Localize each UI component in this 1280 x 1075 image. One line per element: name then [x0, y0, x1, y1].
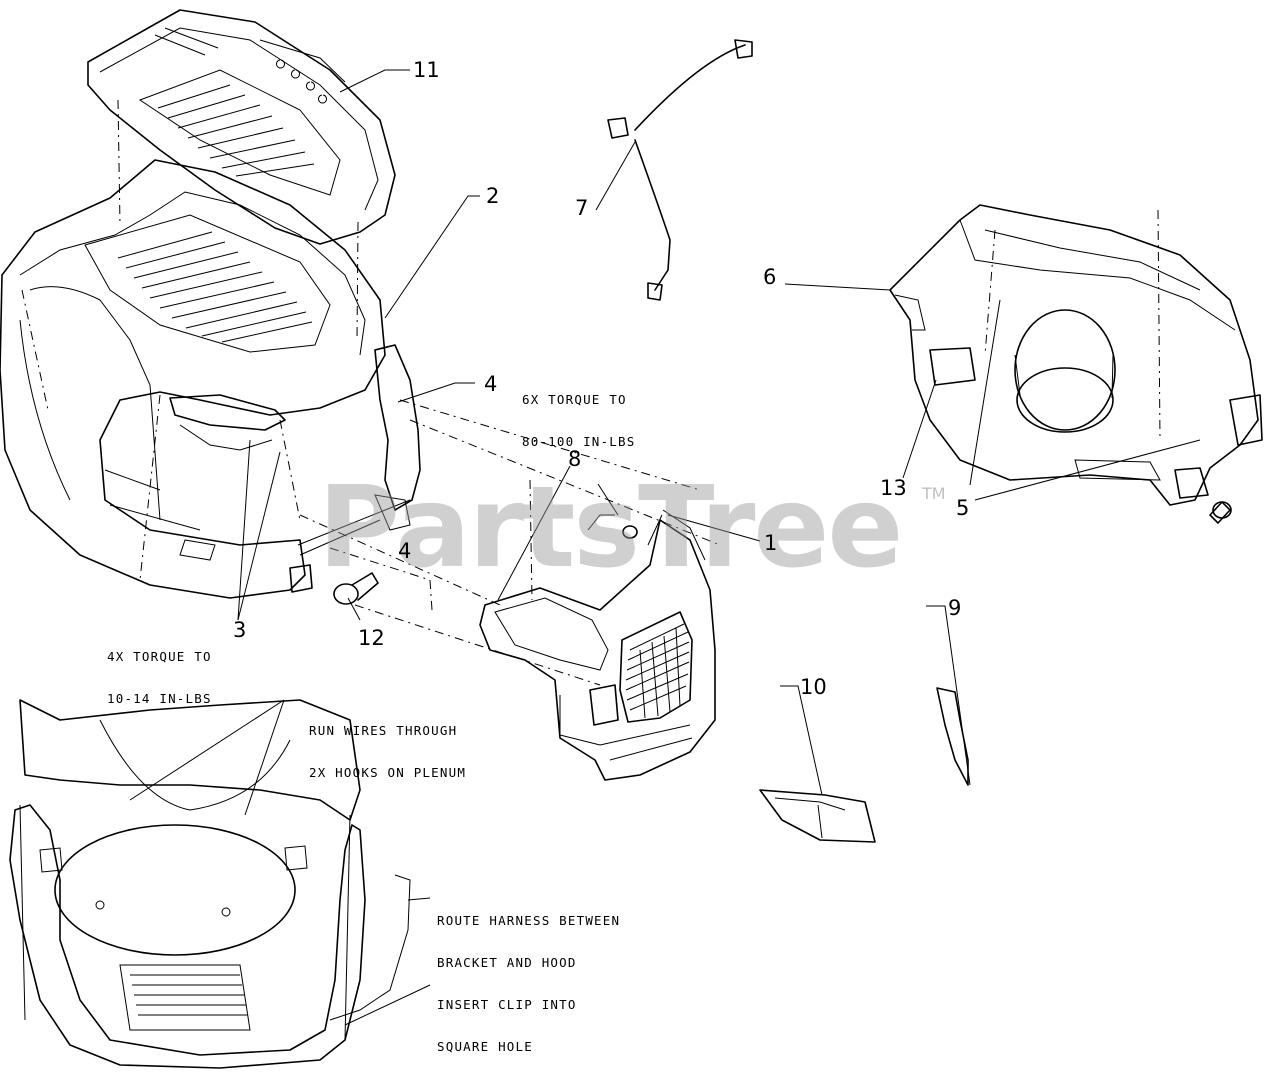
hood-side-bracket [289, 344, 421, 593]
detail-view [9, 699, 411, 1069]
part-11-hood-insert [87, 9, 396, 245]
part-12-bolt [333, 572, 379, 605]
callout-7: 7 [575, 196, 589, 220]
note-insert-clip-line1: INSERT CLIP INTO [437, 997, 577, 1012]
note-torque-6x-line1: 6X TORQUE TO [522, 392, 627, 407]
callout-10: 10 [800, 675, 827, 699]
note-torque-6x-line2: 80-100 IN-LBS [522, 434, 636, 449]
main-hood [0, 159, 386, 599]
leader-lines [129, 69, 1201, 1026]
watermark-logo: PartsTree [318, 463, 903, 593]
note-torque-4x-line1: 4X TORQUE TO [107, 649, 212, 664]
part-1-grille [479, 509, 716, 781]
callout-6: 6 [763, 265, 777, 289]
note-run-wires-line1: RUN WIRES THROUGH [309, 723, 458, 738]
callout-1: 1 [764, 531, 778, 555]
callout-8: 8 [568, 447, 582, 471]
callout-4-upper: 4 [484, 372, 498, 396]
note-run-wires-line2: 2X HOOKS ON PLENUM [309, 765, 467, 780]
assembly-lines [21, 99, 721, 686]
note-route-harness-line1: ROUTE HARNESS BETWEEN [437, 913, 621, 928]
note-torque-4x: 4X TORQUE TO 10-14 IN-LBS [107, 622, 212, 734]
note-route-harness-line2: BRACKET AND HOOD [437, 955, 577, 970]
callout-11: 11 [413, 58, 440, 82]
plenum-assembly [889, 204, 1263, 524]
callout-12: 12 [358, 626, 385, 650]
callout-4-lower: 4 [398, 539, 412, 563]
part-10-lens [759, 789, 876, 843]
watermark-trademark: TM [922, 484, 946, 503]
callout-3: 3 [233, 618, 247, 642]
note-torque-6x: 6X TORQUE TO 80-100 IN-LBS [522, 365, 635, 477]
part-7-harness [607, 39, 753, 301]
note-insert-clip: INSERT CLIP INTO SQUARE HOLE [437, 970, 577, 1075]
note-torque-4x-line2: 10-14 IN-LBS [107, 691, 212, 706]
note-insert-clip-line2: SQUARE HOLE [437, 1039, 533, 1054]
callout-2: 2 [486, 184, 500, 208]
note-route-harness: ROUTE HARNESS BETWEEN BRACKET AND HOOD [437, 886, 620, 998]
callout-13: 13 [880, 476, 907, 500]
callout-5: 5 [956, 496, 970, 520]
note-run-wires: RUN WIRES THROUGH 2X HOOKS ON PLENUM [309, 696, 466, 808]
callout-9: 9 [948, 596, 962, 620]
part-8-fastener [622, 525, 638, 539]
